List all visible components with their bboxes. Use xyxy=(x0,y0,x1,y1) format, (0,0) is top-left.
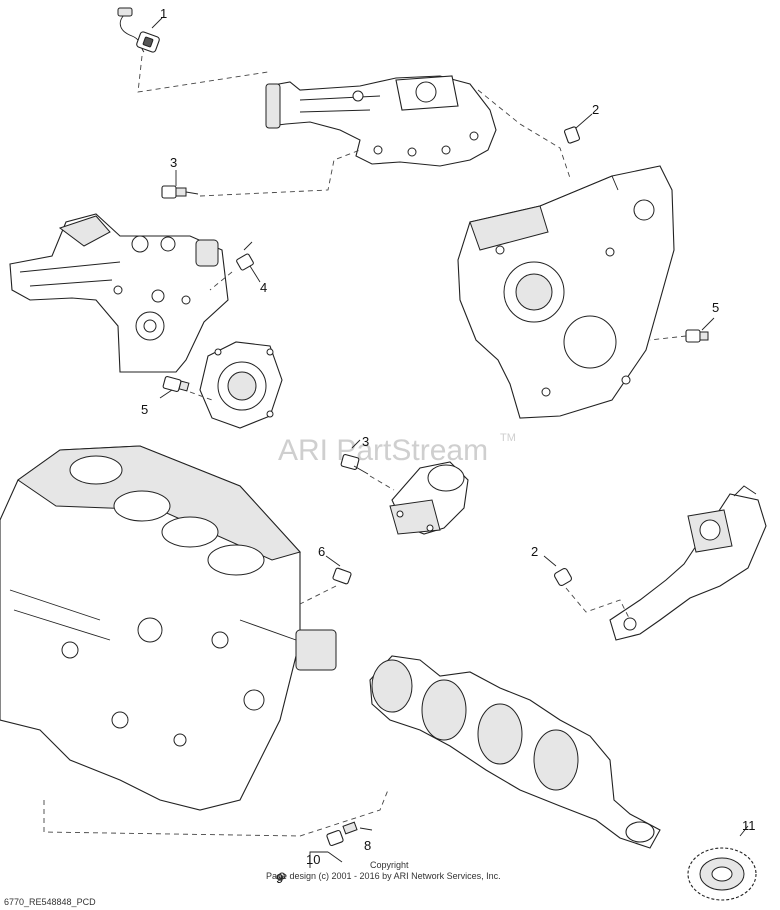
part-2-plug-upper xyxy=(563,113,593,144)
exhaust-manifold xyxy=(609,485,767,641)
part-2-plug-lower xyxy=(543,555,631,621)
watermark-trademark: TM xyxy=(500,432,516,444)
part-3-sensor-upper xyxy=(161,149,361,199)
thermostat-housing xyxy=(389,461,469,535)
part-5-sensor-left xyxy=(159,376,213,401)
callout-9: 9 xyxy=(276,871,283,886)
part-8-sensor xyxy=(326,821,373,847)
callout-1: 1 xyxy=(160,6,167,21)
callout-3-lower: 3 xyxy=(362,434,369,449)
watermark: ARI PartStream xyxy=(278,434,488,467)
part-11-crank-gear xyxy=(687,825,757,901)
callout-10: 10 xyxy=(306,852,320,867)
callout-3-upper: 3 xyxy=(170,155,177,170)
diagram-code: 6770_RE548848_PCD xyxy=(4,897,96,907)
part-1-sensor-harness xyxy=(117,7,269,93)
oil-filter-base-bracket xyxy=(9,213,229,373)
cylinder-block xyxy=(0,445,389,837)
filter-adapter-cover xyxy=(199,341,283,429)
crankshaft xyxy=(369,655,661,849)
copyright-text: Page design (c) 2001 - 2016 by ARI Netwo… xyxy=(266,871,501,881)
part-9-10-leads xyxy=(278,851,343,880)
callout-2-lower: 2 xyxy=(531,544,538,559)
callout-6: 6 xyxy=(318,544,325,559)
callout-5-left: 5 xyxy=(141,402,148,417)
callout-2-upper: 2 xyxy=(592,102,599,117)
copyright-label: Copyright xyxy=(370,860,409,870)
intake-manifold xyxy=(265,75,571,179)
timing-gear-cover xyxy=(457,165,675,419)
callout-11: 11 xyxy=(742,818,756,833)
callout-4: 4 xyxy=(260,280,267,295)
callout-8: 8 xyxy=(364,838,371,853)
part-4-sensor xyxy=(209,241,261,291)
part-6-sensor xyxy=(299,555,352,605)
callout-5-right: 5 xyxy=(712,300,719,315)
part-3-sensor-lower xyxy=(340,439,395,491)
part-5-sensor-right xyxy=(649,317,715,343)
